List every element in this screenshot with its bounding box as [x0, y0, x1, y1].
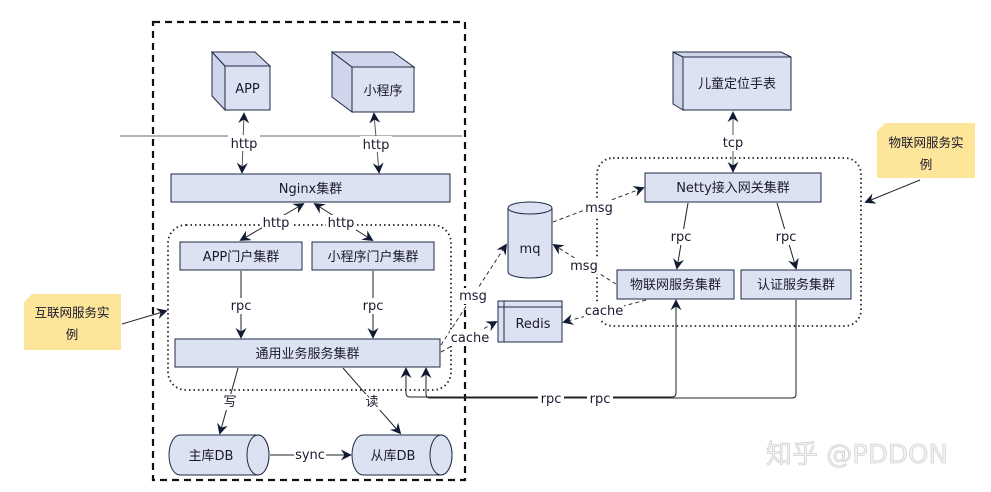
app-client-node[interactable]: APP — [210, 50, 272, 112]
miniprogram-portal-node[interactable]: 小程序门户集群 — [311, 241, 435, 271]
edge-label-app-rpc: rpc — [231, 299, 252, 314]
iot-instance-note-line2: 例 — [920, 157, 933, 172]
edge-label-general-cache: cache — [451, 331, 490, 346]
edge-label-write: 写 — [223, 395, 236, 410]
nginx-cluster-label: Nginx集群 — [279, 181, 343, 197]
nginx-cluster-node[interactable]: Nginx集群 — [170, 173, 451, 203]
auth-service-node[interactable]: 认证服务集群 — [740, 269, 852, 300]
app-portal-label: APP门户集群 — [203, 249, 280, 265]
slave-db-node[interactable]: 从库DB — [351, 434, 453, 476]
iot-instance-note: 物联网服务实 例 — [877, 123, 975, 178]
netty-gateway-node[interactable]: Netty接入网关集群 — [644, 172, 822, 203]
app-portal-node[interactable]: APP门户集群 — [179, 241, 303, 271]
edge-label-nginx-mini-http: http — [328, 216, 355, 231]
edge-label-iot-mq-msg: msg — [570, 259, 598, 274]
miniprogram-client-label: 小程序 — [363, 84, 402, 99]
edge-label-mini-http: http — [363, 138, 390, 153]
miniprogram-client-node[interactable]: 小程序 — [330, 51, 416, 113]
general-service-node[interactable]: 通用业务服务集群 — [174, 338, 441, 368]
mq-label: mq — [520, 242, 541, 257]
internet-zone-boundary — [151, 20, 467, 482]
watch-client-node[interactable]: 儿童定位手表 — [672, 51, 792, 111]
slave-db-label: 从库DB — [371, 448, 416, 464]
edge-mq-netty — [552, 186, 645, 223]
edge-iot-note-pointer — [864, 179, 921, 204]
mq-node[interactable]: mq — [507, 201, 553, 279]
edge-label-iot-cache: cache — [585, 304, 624, 319]
edge-label-mq-netty-msg: msg — [585, 201, 613, 216]
master-db-node[interactable]: 主库DB — [168, 434, 270, 476]
iot-instance-note-line1: 物联网服务实 — [888, 135, 963, 150]
edge-label-mini-rpc: rpc — [363, 299, 384, 314]
edge-label-tcp: tcp — [723, 136, 744, 151]
watermark: 知乎 @PDDON — [766, 440, 948, 470]
iot-service-node[interactable]: 物联网服务集群 — [616, 269, 735, 300]
watch-client-label: 儿童定位手表 — [698, 76, 776, 92]
edge-internet-note-pointer — [121, 308, 168, 325]
edge-label-nginx-app-http: http — [263, 216, 290, 231]
app-client-label: APP — [235, 82, 260, 97]
edge-label-bottom-rpc-1: rpc — [541, 392, 562, 407]
miniprogram-portal-label: 小程序门户集群 — [327, 249, 418, 265]
edge-label-app-http: http — [231, 137, 258, 152]
redis-label: Redis — [515, 317, 550, 332]
edge-label-netty-auth-rpc: rpc — [776, 230, 797, 245]
master-db-label: 主库DB — [189, 448, 234, 464]
general-service-label: 通用业务服务集群 — [255, 346, 359, 362]
iot-service-label: 物联网服务集群 — [630, 277, 721, 293]
internet-instance-note: 互联网服务实 例 — [24, 294, 121, 350]
auth-service-label: 认证服务集群 — [757, 277, 835, 293]
edge-label-general-msg: msg — [459, 289, 487, 304]
netty-gateway-label: Netty接入网关集群 — [676, 180, 790, 196]
redis-node[interactable]: Redis — [497, 300, 563, 343]
internet-instance-note-line1: 互联网服务实 — [34, 305, 109, 320]
edge-label-read: 读 — [365, 395, 378, 410]
internet-instance-note-line2: 例 — [66, 327, 79, 342]
edge-label-bottom-rpc-2: rpc — [590, 392, 611, 407]
edge-label-sync: sync — [295, 448, 325, 463]
edge-label-netty-iot-rpc: rpc — [671, 230, 692, 245]
iot-cluster-container — [596, 157, 862, 327]
